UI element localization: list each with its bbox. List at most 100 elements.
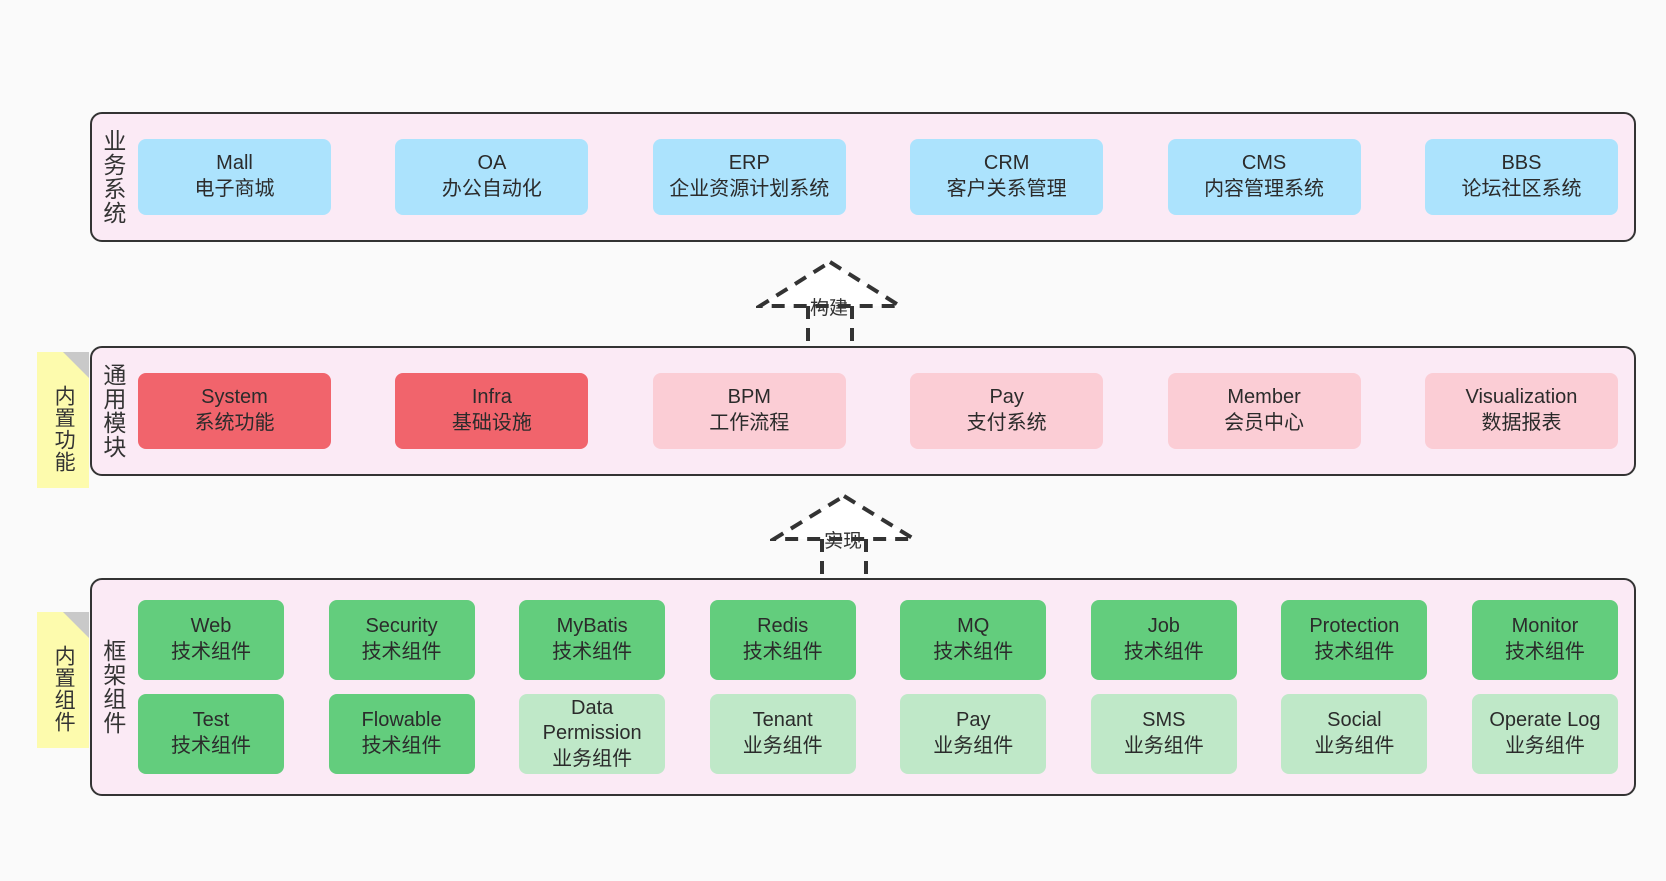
- card-subtitle: 技术组件: [1504, 641, 1585, 663]
- card-title: Tenant: [752, 709, 813, 732]
- card-sms[interactable]: SMS 业务组件: [1090, 694, 1237, 774]
- card-pay-business[interactable]: Pay 业务组件: [900, 694, 1047, 774]
- connector-build-label: 构建: [810, 298, 849, 319]
- card-title: ERP: [728, 152, 770, 175]
- layer-body-framework-components: Web 技术组件 Security 技术组件 MyBatis 技术组件 Redi…: [132, 580, 1634, 794]
- card-data-permission[interactable]: Data Permission 业务组件: [519, 694, 666, 774]
- card-monitor[interactable]: Monitor 技术组件: [1471, 600, 1618, 680]
- card-operate-log[interactable]: Operate Log 业务组件: [1471, 694, 1618, 774]
- card-mq[interactable]: MQ 技术组件: [900, 600, 1047, 680]
- connector-implement-label: 实现: [824, 531, 863, 552]
- card-subtitle: 系统功能: [194, 412, 275, 434]
- card-test[interactable]: Test 技术组件: [138, 694, 284, 774]
- card-title: Redis: [757, 615, 809, 638]
- card-pay[interactable]: Pay 支付系统: [910, 373, 1104, 449]
- card-row: Test 技术组件 Flowable 技术组件 Data Permission …: [138, 694, 1618, 774]
- card-title: SMS: [1142, 709, 1186, 732]
- card-title: BBS: [1501, 152, 1542, 175]
- card-protection[interactable]: Protection 技术组件: [1281, 600, 1428, 680]
- layer-business-systems[interactable]: 业务系统 Mall 电子商城 OA 办公自动化 ERP 企业资源计划系统 CRM…: [90, 112, 1636, 242]
- card-title: MQ: [957, 615, 990, 638]
- layer-body-business-systems: Mall 电子商城 OA 办公自动化 ERP 企业资源计划系统 CRM 客户关系…: [132, 114, 1634, 240]
- card-subtitle: 客户关系管理: [946, 178, 1067, 200]
- card-subtitle: 技术组件: [171, 641, 251, 663]
- card-title: Social: [1327, 709, 1382, 732]
- card-infra[interactable]: Infra 基础设施: [395, 373, 589, 449]
- card-subtitle: 基础设施: [451, 412, 532, 434]
- card-subtitle: 办公自动化: [441, 178, 542, 200]
- layer-title-framework-components: 框架组件: [99, 639, 126, 735]
- card-subtitle: 业务组件: [1314, 735, 1395, 757]
- card-row: Mall 电子商城 OA 办公自动化 ERP 企业资源计划系统 CRM 客户关系…: [138, 139, 1618, 215]
- card-security[interactable]: Security 技术组件: [328, 600, 475, 680]
- card-member[interactable]: Member 会员中心: [1167, 373, 1361, 449]
- card-subtitle: 数据报表: [1481, 412, 1562, 434]
- card-title: Web: [190, 615, 232, 638]
- card-crm[interactable]: CRM 客户关系管理: [910, 139, 1104, 215]
- card-subtitle: 企业资源计划系统: [669, 178, 830, 200]
- note-label: 内置组件: [52, 645, 76, 733]
- card-title: Job: [1147, 615, 1180, 638]
- card-job[interactable]: Job 技术组件: [1090, 600, 1237, 680]
- card-title: Pay: [989, 386, 1024, 409]
- card-subtitle: 技术组件: [1123, 641, 1204, 663]
- card-title: Flowable: [361, 709, 442, 732]
- card-title: Visualization: [1465, 386, 1578, 409]
- card-row: Web 技术组件 Security 技术组件 MyBatis 技术组件 Redi…: [138, 600, 1618, 680]
- card-title: OA: [477, 152, 507, 175]
- card-subtitle: 技术组件: [933, 641, 1014, 663]
- card-title: Operate Log: [1489, 709, 1601, 732]
- card-subtitle: 支付系统: [966, 412, 1047, 434]
- card-visualization[interactable]: Visualization 数据报表: [1424, 373, 1618, 449]
- card-subtitle: 业务组件: [742, 735, 823, 757]
- card-subtitle: 技术组件: [361, 735, 442, 757]
- card-subtitle: 技术组件: [742, 641, 823, 663]
- card-web[interactable]: Web 技术组件: [138, 600, 284, 680]
- card-erp[interactable]: ERP 企业资源计划系统: [652, 139, 846, 215]
- card-redis[interactable]: Redis 技术组件: [709, 600, 856, 680]
- card-title: CMS: [1241, 152, 1287, 175]
- card-title: Data Permission: [542, 696, 642, 745]
- card-subtitle: 业务组件: [552, 747, 633, 770]
- note-builtin-components: 内置组件: [37, 612, 89, 748]
- card-oa[interactable]: OA 办公自动化: [395, 139, 589, 215]
- card-title: Monitor: [1511, 615, 1579, 638]
- card-tenant[interactable]: Tenant 业务组件: [709, 694, 856, 774]
- card-title: Security: [365, 615, 438, 638]
- card-bpm[interactable]: BPM 工作流程: [652, 373, 846, 449]
- card-subtitle: 电子商城: [194, 178, 275, 200]
- card-title: Protection: [1309, 615, 1400, 638]
- card-subtitle: 业务组件: [933, 735, 1014, 757]
- card-title: Member: [1227, 386, 1301, 409]
- card-title: Pay: [956, 709, 991, 732]
- card-social[interactable]: Social 业务组件: [1281, 694, 1428, 774]
- card-subtitle: 业务组件: [1504, 735, 1585, 757]
- layer-body-common-modules: System 系统功能 Infra 基础设施 BPM 工作流程 Pay 支付系统…: [132, 348, 1634, 474]
- layer-framework-components[interactable]: 框架组件 Web 技术组件 Security 技术组件 MyBatis 技术组件…: [90, 578, 1636, 796]
- card-system[interactable]: System 系统功能: [138, 373, 331, 449]
- card-subtitle: 技术组件: [1314, 641, 1395, 663]
- card-cms[interactable]: CMS 内容管理系统: [1167, 139, 1361, 215]
- card-mybatis[interactable]: MyBatis 技术组件: [519, 600, 666, 680]
- card-mall[interactable]: Mall 电子商城: [138, 139, 331, 215]
- card-title: Mall: [216, 152, 253, 175]
- layer-title-business-systems: 业务系统: [99, 129, 126, 225]
- card-title: System: [201, 386, 268, 409]
- layer-common-modules[interactable]: 通用模块 System 系统功能 Infra 基础设施 BPM 工作流程 Pay…: [90, 346, 1636, 476]
- card-subtitle: 技术组件: [552, 641, 633, 663]
- card-subtitle: 业务组件: [1123, 735, 1204, 757]
- card-title: BPM: [727, 386, 771, 409]
- card-subtitle: 论坛社区系统: [1461, 178, 1582, 200]
- card-subtitle: 技术组件: [171, 735, 251, 757]
- card-subtitle: 会员中心: [1224, 412, 1305, 434]
- card-flowable[interactable]: Flowable 技术组件: [328, 694, 475, 774]
- layer-title-common-modules: 通用模块: [99, 363, 126, 459]
- card-subtitle: 技术组件: [361, 641, 442, 663]
- card-title: Infra: [471, 386, 512, 409]
- card-bbs[interactable]: BBS 论坛社区系统: [1424, 139, 1618, 215]
- note-builtin-features: 内置功能: [37, 352, 89, 488]
- card-title: Test: [192, 709, 230, 732]
- card-subtitle: 内容管理系统: [1204, 178, 1325, 200]
- card-row: System 系统功能 Infra 基础设施 BPM 工作流程 Pay 支付系统…: [138, 373, 1618, 449]
